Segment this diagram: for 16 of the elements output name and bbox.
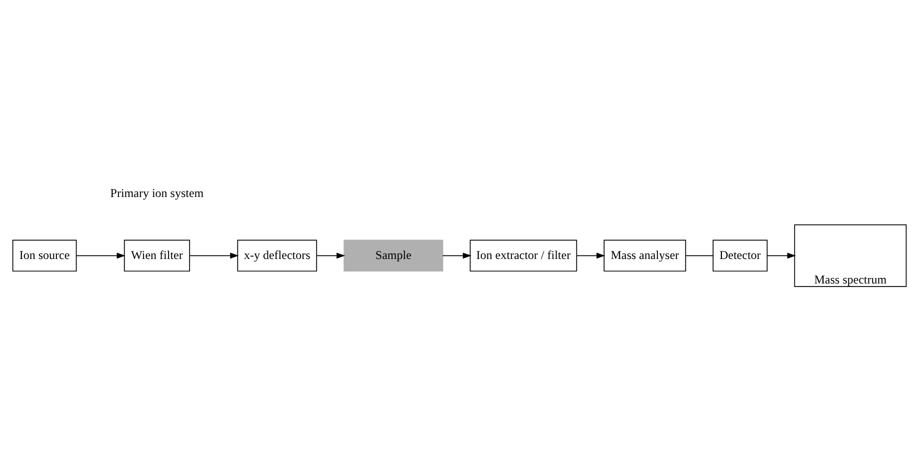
node-box: Ion extractor / filter	[470, 240, 578, 272]
arrow	[766, 252, 796, 259]
connector	[685, 255, 714, 256]
label: Primary ion system	[110, 186, 204, 200]
node-box: Mass analyser	[604, 240, 686, 272]
node-box: Detector	[712, 240, 768, 272]
arrow	[189, 252, 239, 259]
node-box: Sample	[344, 240, 444, 272]
arrow	[442, 252, 472, 259]
arrow	[576, 252, 606, 259]
node-box: Mass spectrum	[794, 224, 907, 287]
arrow	[316, 252, 346, 259]
node-box: Ion source	[12, 240, 77, 272]
arrow	[76, 252, 126, 259]
node-box: Wien filter	[124, 240, 190, 272]
node-box: x-y deflectors	[237, 240, 318, 272]
